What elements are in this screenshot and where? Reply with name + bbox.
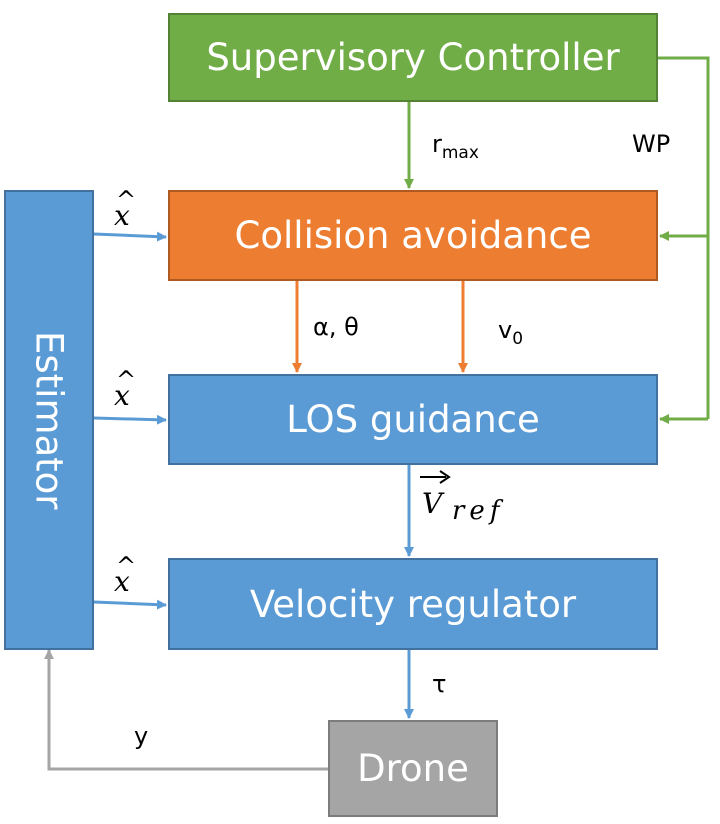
velocity-regulator-label: Velocity regulator — [249, 582, 577, 626]
supervisory-controller-label: Supervisory Controller — [206, 36, 620, 79]
xhat-arrow-los — [93, 414, 167, 425]
estimator-block: Estimator — [4, 190, 94, 650]
y-label: y — [134, 722, 149, 750]
collision-avoidance-block: Collision avoidance — [168, 190, 658, 281]
drone-block: Drone — [328, 720, 498, 817]
collision-avoidance-label: Collision avoidance — [234, 214, 592, 257]
drone-label: Drone — [357, 747, 469, 790]
estimator-label: Estimator — [27, 330, 71, 510]
velocity-regulator-block: Velocity regulator — [168, 558, 658, 650]
y-feedback-arrow — [44, 649, 328, 771]
wp-label: WP — [632, 130, 671, 158]
los-guidance-label: LOS guidance — [286, 398, 540, 441]
xhat-label-velocity: ^x — [114, 552, 137, 598]
los-guidance-block: LOS guidance — [168, 374, 658, 465]
v0-label: v0 — [498, 316, 524, 349]
xhat-label-los: ^x — [114, 366, 137, 412]
wp-line — [658, 56, 710, 419]
supervisory-controller-block: Supervisory Controller — [168, 13, 658, 102]
xhat-label-collision: ^x — [114, 186, 137, 232]
rmax-label: rmax — [432, 130, 479, 163]
alpha-theta-label: α, θ — [313, 313, 359, 341]
xhat-arrow-collision — [93, 231, 167, 242]
tau-label: τ — [432, 670, 447, 698]
xhat-arrow-velocity — [93, 599, 167, 610]
vector-arrow-icon — [420, 470, 451, 484]
